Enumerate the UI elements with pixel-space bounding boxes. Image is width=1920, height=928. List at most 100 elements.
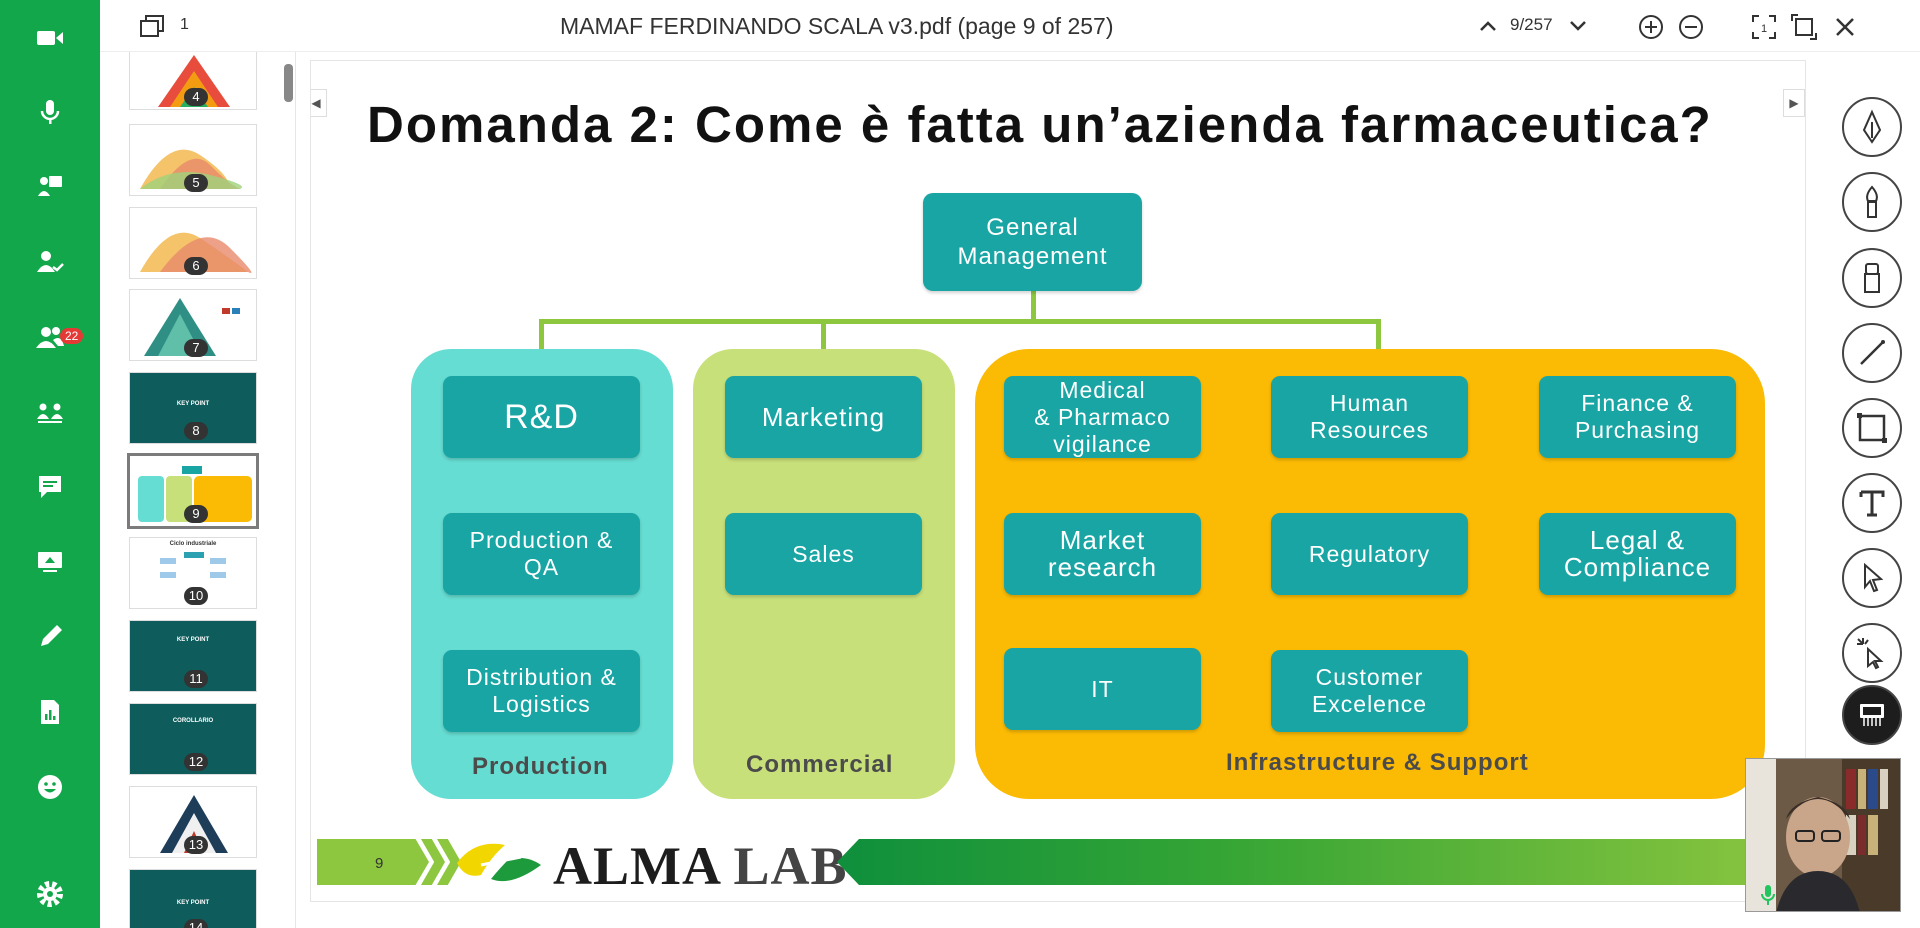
connector-line bbox=[1031, 291, 1036, 321]
connector-line bbox=[1376, 319, 1381, 353]
thumbnail-title: COROLLARIO bbox=[172, 718, 214, 724]
webcam-mic-icon bbox=[1760, 883, 1776, 907]
thumbnail-number: 13 bbox=[184, 836, 208, 854]
slide-title: Domanda 2: Come è fatta un’azienda farma… bbox=[367, 96, 1713, 153]
rectangle-icon[interactable] bbox=[1842, 398, 1902, 458]
thumbnail-page-5[interactable]: 5 bbox=[129, 124, 257, 196]
left-sidebar: 22 bbox=[0, 0, 100, 928]
document-title: MAMAF FERDINANDO SCALA v3.pdf (page 9 of… bbox=[560, 13, 1114, 39]
finance-purchasing-box: Finance & Purchasing bbox=[1539, 376, 1736, 458]
thumbnail-page-6[interactable]: 6 bbox=[129, 207, 257, 279]
settings-icon[interactable] bbox=[25, 869, 75, 919]
customer-excelence-box: Customer Excelence bbox=[1271, 650, 1468, 732]
footer-green-band bbox=[837, 839, 1805, 885]
commercial-label: Commercial bbox=[746, 751, 894, 778]
thumbnail-number: 14 bbox=[184, 919, 208, 928]
chevron-down-icon[interactable] bbox=[1566, 14, 1590, 38]
footer-left-band bbox=[317, 839, 429, 885]
report-icon[interactable] bbox=[25, 687, 75, 737]
line-icon[interactable] bbox=[1842, 323, 1902, 383]
slide-canvas: ◀ ▶ Domanda 2: Come è fatta un’azienda f… bbox=[310, 60, 1806, 902]
legal-compliance-box: Legal & Compliance bbox=[1539, 513, 1736, 595]
thumbnail-number: 4 bbox=[184, 88, 208, 106]
infrastructure-label: Infrastructure & Support bbox=[1226, 749, 1529, 776]
sales-box: Sales bbox=[725, 513, 922, 595]
marketing-box: Marketing bbox=[725, 376, 922, 458]
screen-share-icon[interactable] bbox=[25, 537, 75, 587]
webcam-image bbox=[1746, 759, 1900, 911]
general-management-box: General Management bbox=[923, 193, 1142, 291]
thumbnail-page-14[interactable]: KEY POINT 14 bbox=[129, 869, 257, 928]
thumbnail-number: 5 bbox=[184, 174, 208, 192]
participants-badge: 22 bbox=[60, 328, 84, 344]
chevron-up-icon[interactable] bbox=[1476, 14, 1500, 38]
thumbnail-title: KEY POINT bbox=[176, 637, 210, 643]
thumbnail-number: 6 bbox=[184, 257, 208, 275]
whiteboard-icon[interactable] bbox=[1842, 685, 1902, 745]
zoom-in-icon[interactable] bbox=[1637, 13, 1665, 41]
groups-icon[interactable] bbox=[25, 387, 75, 437]
video-camera-icon[interactable] bbox=[25, 13, 75, 63]
thumbnail-page-11[interactable]: KEY POINT 11 bbox=[129, 620, 257, 692]
pointer-icon[interactable] bbox=[1842, 548, 1902, 608]
windows-icon[interactable] bbox=[138, 12, 166, 40]
pen-nib-icon[interactable] bbox=[1842, 97, 1902, 157]
thumbnail-number: 9 bbox=[184, 505, 208, 523]
fit-page-icon[interactable]: 1 bbox=[1750, 13, 1778, 41]
distribution-logistics-box: Distribution & Logistics bbox=[443, 650, 640, 732]
thumbnail-title: KEY POINT bbox=[176, 900, 210, 906]
pencil-icon[interactable] bbox=[25, 612, 75, 662]
window-count: 1 bbox=[180, 16, 189, 33]
regulatory-box: Regulatory bbox=[1271, 513, 1468, 595]
thumbnail-page-12[interactable]: COROLLARIO 12 bbox=[129, 703, 257, 775]
connector-line bbox=[821, 319, 826, 353]
market-research-box: Market research bbox=[1004, 513, 1201, 595]
emoji-icon[interactable] bbox=[25, 762, 75, 812]
rnd-box: R&D bbox=[443, 376, 640, 458]
thumbnail-number: 10 bbox=[184, 587, 208, 605]
participants-icon[interactable] bbox=[25, 312, 75, 362]
thumbnail-panel: 4 5 6 7 KEY POINT 8 9 Ciclo industriale … bbox=[100, 52, 295, 928]
user-handshake-icon[interactable] bbox=[25, 237, 75, 287]
user-board-icon[interactable] bbox=[25, 162, 75, 212]
thumbnail-number: 11 bbox=[184, 670, 208, 688]
thumbnail-page-8[interactable]: KEY POINT 8 bbox=[129, 372, 257, 444]
connector-line bbox=[539, 319, 544, 353]
thumbnail-title: Ciclo industriale bbox=[169, 541, 217, 547]
thumbnail-title: KEY POINT bbox=[176, 401, 210, 407]
webcam-preview[interactable] bbox=[1745, 758, 1901, 912]
thumbnail-number: 7 bbox=[184, 339, 208, 357]
microphone-icon[interactable] bbox=[25, 87, 75, 137]
medical-pharmacovigilance-box: Medical & Pharmaco vigilance bbox=[1004, 376, 1201, 458]
top-bar: 1 MAMAF FERDINANDO SCALA v3.pdf (page 9 … bbox=[100, 0, 1920, 52]
svg-text:1: 1 bbox=[1761, 23, 1767, 35]
thumbnail-scrollbar[interactable] bbox=[284, 64, 293, 102]
it-box: IT bbox=[1004, 648, 1201, 730]
text-icon[interactable] bbox=[1842, 473, 1902, 533]
laser-pointer-icon[interactable] bbox=[1842, 623, 1902, 683]
thumbnail-page-13[interactable]: 13 bbox=[129, 786, 257, 858]
slide-page-number: 9 bbox=[375, 855, 384, 872]
thumbnail-page-4[interactable]: 4 bbox=[129, 52, 257, 110]
thumbnail-page-10[interactable]: Ciclo industriale 10 bbox=[129, 537, 257, 609]
zoom-out-icon[interactable] bbox=[1677, 13, 1705, 41]
human-resources-box: Human Resources bbox=[1271, 376, 1468, 458]
thumbnail-number: 12 bbox=[184, 753, 208, 771]
fullscreen-icon[interactable] bbox=[1790, 13, 1818, 41]
connector-line bbox=[539, 319, 1381, 324]
highlighter-icon[interactable] bbox=[1842, 248, 1902, 308]
alma-laboris-logo-mark bbox=[457, 843, 541, 882]
production-qa-box: Production & QA bbox=[443, 513, 640, 595]
logo-alma: ALMA bbox=[553, 836, 719, 896]
production-label: Production bbox=[472, 753, 609, 780]
thumbnail-number: 8 bbox=[184, 422, 208, 440]
slide-footer: 9 ALMA LABORIS® bbox=[317, 833, 1805, 896]
thumbnail-page-7[interactable]: 7 bbox=[129, 289, 257, 361]
previous-page-arrow-icon[interactable]: ◀ bbox=[311, 89, 327, 117]
panel-divider bbox=[295, 52, 296, 928]
brush-icon[interactable] bbox=[1842, 172, 1902, 232]
next-page-arrow-icon[interactable]: ▶ bbox=[1783, 89, 1805, 117]
chat-icon[interactable] bbox=[25, 462, 75, 512]
thumbnail-page-9[interactable]: 9 bbox=[127, 453, 259, 529]
close-icon[interactable] bbox=[1831, 13, 1859, 41]
